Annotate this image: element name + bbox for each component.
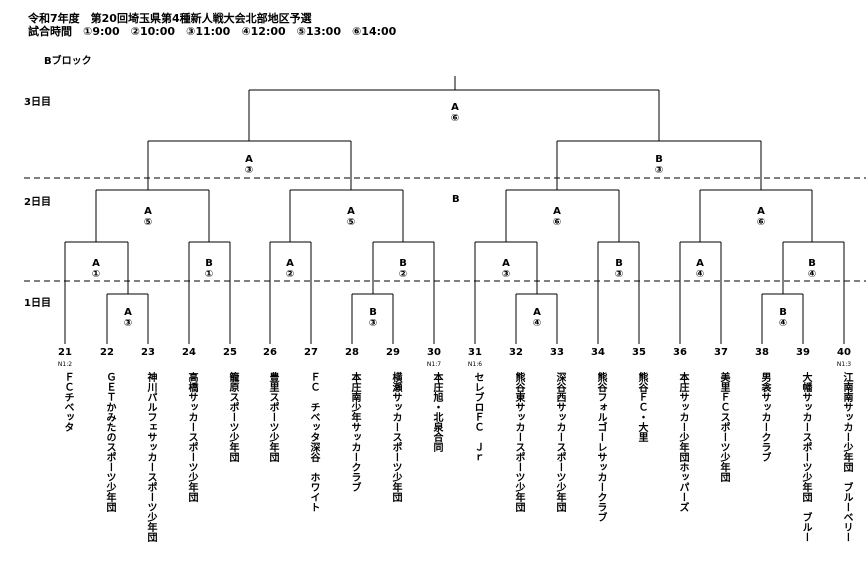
team-name: 本庄南少年サッカークラブ — [349, 372, 360, 492]
block-label: Bブロック — [44, 56, 92, 67]
day3-label: 3日目 — [24, 97, 51, 108]
team-number: 25 — [223, 347, 237, 358]
team-name: 豊里スポーツ少年団 — [267, 372, 278, 462]
team-name: 深谷西サッカースポーツ少年団 — [554, 372, 565, 512]
team-name: 籠原スポーツ少年団 — [227, 372, 238, 462]
team-number: 23 — [141, 347, 155, 358]
day2-label: 2日目 — [24, 197, 51, 208]
team-name: 熊谷ＦＣ・大里 — [636, 372, 647, 442]
team-number: 36 — [673, 347, 687, 358]
team-name: 江南南サッカー少年団 ブルーベリー — [841, 372, 852, 542]
seed-note: N1:3 — [836, 361, 852, 368]
team-name: 高橋サッカースポーツ少年団 — [186, 372, 197, 502]
team-number: 40 — [837, 347, 851, 358]
team-number: 27 — [304, 347, 318, 358]
day1-label: 1日目 — [24, 298, 51, 309]
team-name: ＦＣチベッタ — [62, 372, 73, 432]
match-times: 試合時間 ①9:00 ②10:00 ③11:00 ④12:00 ⑤13:00 ⑥… — [28, 25, 397, 38]
team-name: 本庄旭・北泉合同 — [431, 372, 442, 452]
seed-note: N1:2 — [57, 361, 73, 368]
team-name: 男衾サッカークラブ — [759, 372, 770, 462]
team-name: 横瀬サッカースポーツ少年団 — [390, 372, 401, 502]
team-number: 33 — [550, 347, 564, 358]
team-name: 神川パルフェサッカースポーツ少年団 — [145, 372, 156, 542]
team-number: 30 — [427, 347, 441, 358]
team-number: 35 — [632, 347, 646, 358]
seed-note: N1:7 — [426, 361, 442, 368]
team-number: 21 — [58, 347, 72, 358]
team-number: 24 — [182, 347, 196, 358]
team-name: セレブロＦＣ Ｊｒ — [472, 372, 483, 462]
team-number: 32 — [509, 347, 523, 358]
team-name: 美里ＦＣスポーツ少年団 — [718, 372, 729, 482]
team-number: 26 — [263, 347, 277, 358]
team-number: 39 — [796, 347, 810, 358]
team-number: 38 — [755, 347, 769, 358]
team-name: ＦＣ チベッタ深谷 ホワイト — [308, 372, 319, 512]
team-name: 大幡サッカースポーツ少年団 ブルー — [800, 372, 811, 542]
team-number: 22 — [100, 347, 114, 358]
team-name: 本庄サッカー少年団ホッパーズ — [677, 372, 688, 512]
team-number: 28 — [345, 347, 359, 358]
team-number: 34 — [591, 347, 605, 358]
team-number: 37 — [714, 347, 728, 358]
stray-court-label: B — [452, 194, 460, 205]
team-name: 熊谷東サッカースポーツ少年団 — [513, 372, 524, 512]
seed-note: N1:6 — [467, 361, 483, 368]
page-title: 令和7年度 第20回埼玉県第4種新人戦大会北部地区予選 試合時間 ①9:00 ②… — [28, 12, 396, 38]
tournament-title: 令和7年度 第20回埼玉県第4種新人戦大会北部地区予選 — [28, 12, 312, 25]
team-number: 31 — [468, 347, 482, 358]
team-number: 29 — [386, 347, 400, 358]
team-name: ＧＥＴかみたのスポーツ少年団 — [104, 372, 115, 512]
team-name: 熊谷フォルゴーレサッカークラブ — [595, 372, 606, 522]
